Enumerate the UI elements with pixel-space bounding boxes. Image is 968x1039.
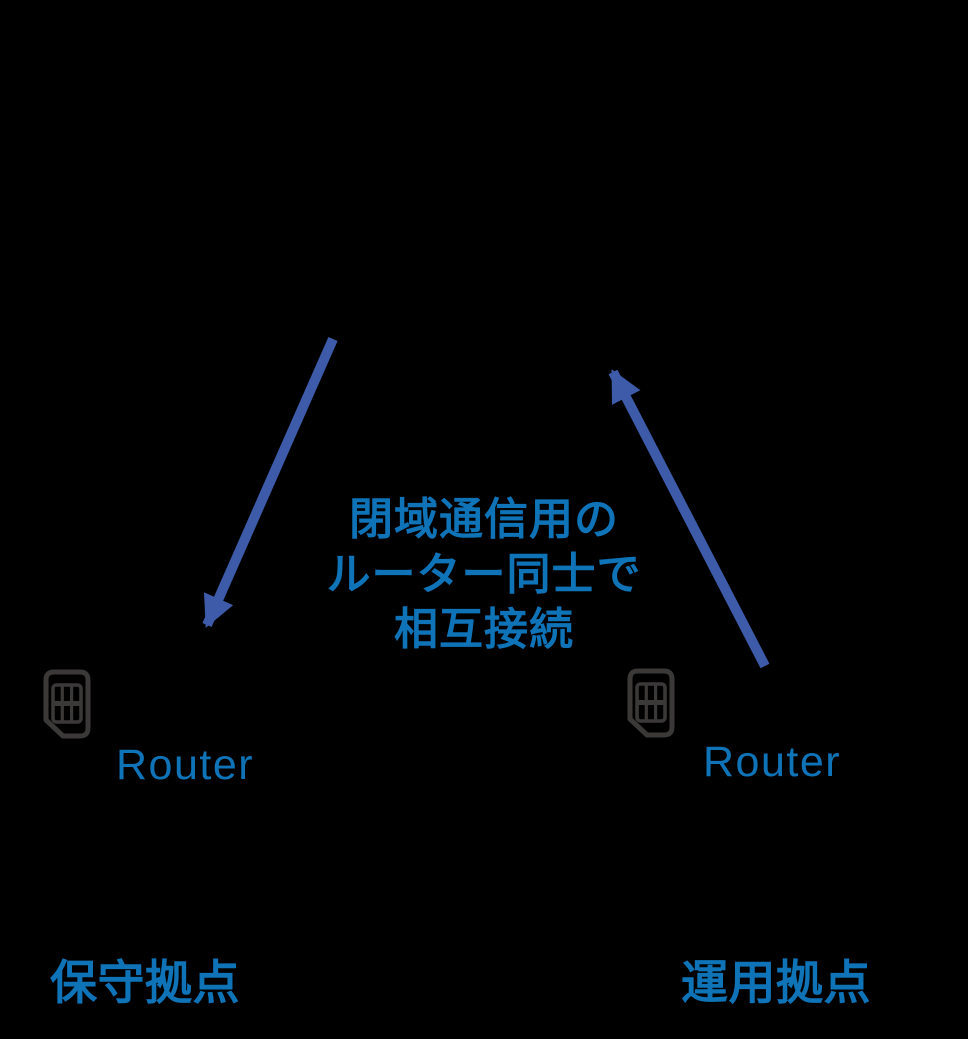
site-label-operation: 運用拠点 [681, 956, 871, 1009]
note-line-2: ルーター同士で [326, 550, 642, 599]
right-connection-arrow [608, 369, 770, 669]
right-router-label: Router [703, 738, 842, 786]
note-line-3: 相互接続 [394, 605, 574, 654]
note-line-1: 閉域通信用の [349, 495, 619, 544]
closed-network-note: 閉域通信用の ルーター同士で 相互接続 [0, 492, 968, 657]
sim-card-icon [43, 669, 91, 739]
left-router-label: Router [116, 741, 255, 789]
site-label-maintenance: 保守拠点 [50, 956, 240, 1009]
left-connection-arrow [202, 336, 338, 628]
sim-card-icon [627, 668, 675, 738]
